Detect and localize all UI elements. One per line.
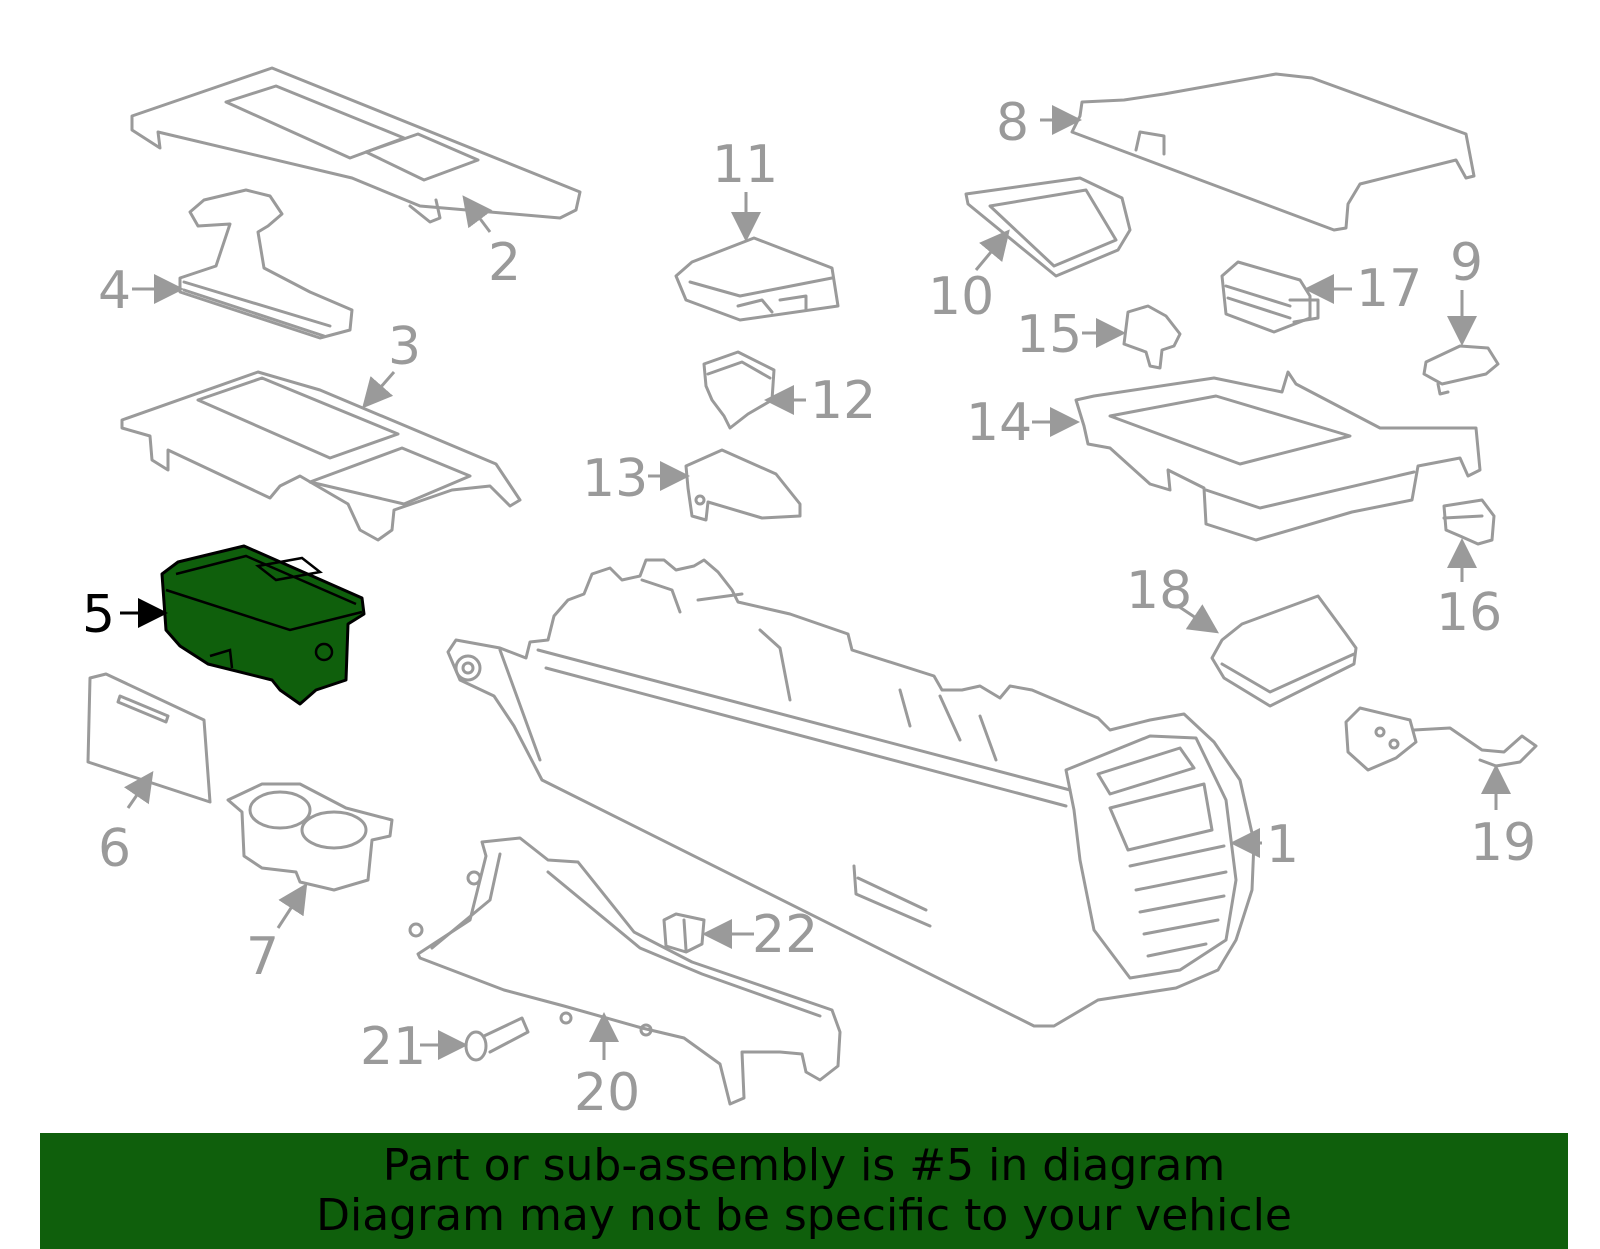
- part-22-clip[interactable]: [662, 912, 706, 954]
- callout-18[interactable]: 18: [1126, 561, 1192, 621]
- banner-line-part: Part or sub-assembly is #5 in diagram: [382, 1140, 1226, 1191]
- part-20-lower-trim[interactable]: [408, 836, 842, 1106]
- part-18-module[interactable]: [1210, 594, 1358, 708]
- callout-numbers: 1 2 3 4 5 6 7 8 9 10 11 12 13 14 15 16 1…: [82, 93, 1536, 1123]
- callout-17[interactable]: 17: [1356, 259, 1422, 319]
- callout-6[interactable]: 6: [98, 819, 131, 879]
- callout-22[interactable]: 22: [752, 905, 818, 965]
- callout-13[interactable]: 13: [582, 449, 648, 509]
- callout-14[interactable]: 14: [966, 393, 1032, 453]
- callout-8[interactable]: 8: [996, 93, 1029, 153]
- callout-15[interactable]: 15: [1016, 305, 1082, 365]
- part-16-latch[interactable]: [1442, 498, 1496, 546]
- callout-2[interactable]: 2: [488, 233, 521, 293]
- callout-16[interactable]: 16: [1436, 583, 1502, 643]
- callout-4[interactable]: 4: [98, 261, 131, 321]
- part-4-shifter-boot[interactable]: [178, 188, 354, 340]
- part-2-trim-plate[interactable]: [130, 66, 582, 224]
- part-8-armrest-lid[interactable]: [1070, 72, 1476, 232]
- part-15-clip[interactable]: [1122, 304, 1182, 370]
- callout-1[interactable]: 1: [1266, 815, 1299, 875]
- part-17-connector[interactable]: [1220, 260, 1320, 334]
- part-14-storage-bin[interactable]: [1074, 370, 1482, 542]
- part-7-cup-holder[interactable]: [226, 782, 394, 892]
- callout-3[interactable]: 3: [388, 317, 421, 377]
- part-10-lid-insert[interactable]: [964, 176, 1132, 278]
- part-19-harness[interactable]: [1344, 706, 1538, 772]
- part-1-console-body[interactable]: [446, 558, 1256, 1028]
- callout-20[interactable]: 20: [574, 1063, 640, 1123]
- callout-9[interactable]: 9: [1450, 233, 1483, 293]
- callout-12[interactable]: 12: [810, 371, 876, 431]
- banner-line-disclaimer: Diagram may not be specific to your vehi…: [316, 1190, 1292, 1241]
- callout-19[interactable]: 19: [1470, 813, 1536, 873]
- part-3-console-bin[interactable]: [120, 370, 522, 542]
- callout-11[interactable]: 11: [712, 135, 778, 195]
- info-banner: Part or sub-assembly is #5 in diagram Di…: [40, 1133, 1568, 1249]
- part-12-clip[interactable]: [702, 350, 776, 430]
- part-21-screw[interactable]: [464, 1016, 530, 1062]
- callout-10[interactable]: 10: [928, 267, 994, 327]
- part-6-cover-panel[interactable]: [86, 672, 212, 804]
- callout-5[interactable]: 5: [82, 585, 115, 645]
- part-5-storage-tray[interactable]: [160, 544, 366, 706]
- callout-21[interactable]: 21: [360, 1017, 426, 1077]
- callout-7[interactable]: 7: [246, 927, 279, 987]
- part-11-module[interactable]: [674, 236, 840, 322]
- part-13-bracket[interactable]: [684, 448, 802, 522]
- part-9-latch[interactable]: [1422, 344, 1500, 396]
- leader-arrows: [120, 105, 1511, 1060]
